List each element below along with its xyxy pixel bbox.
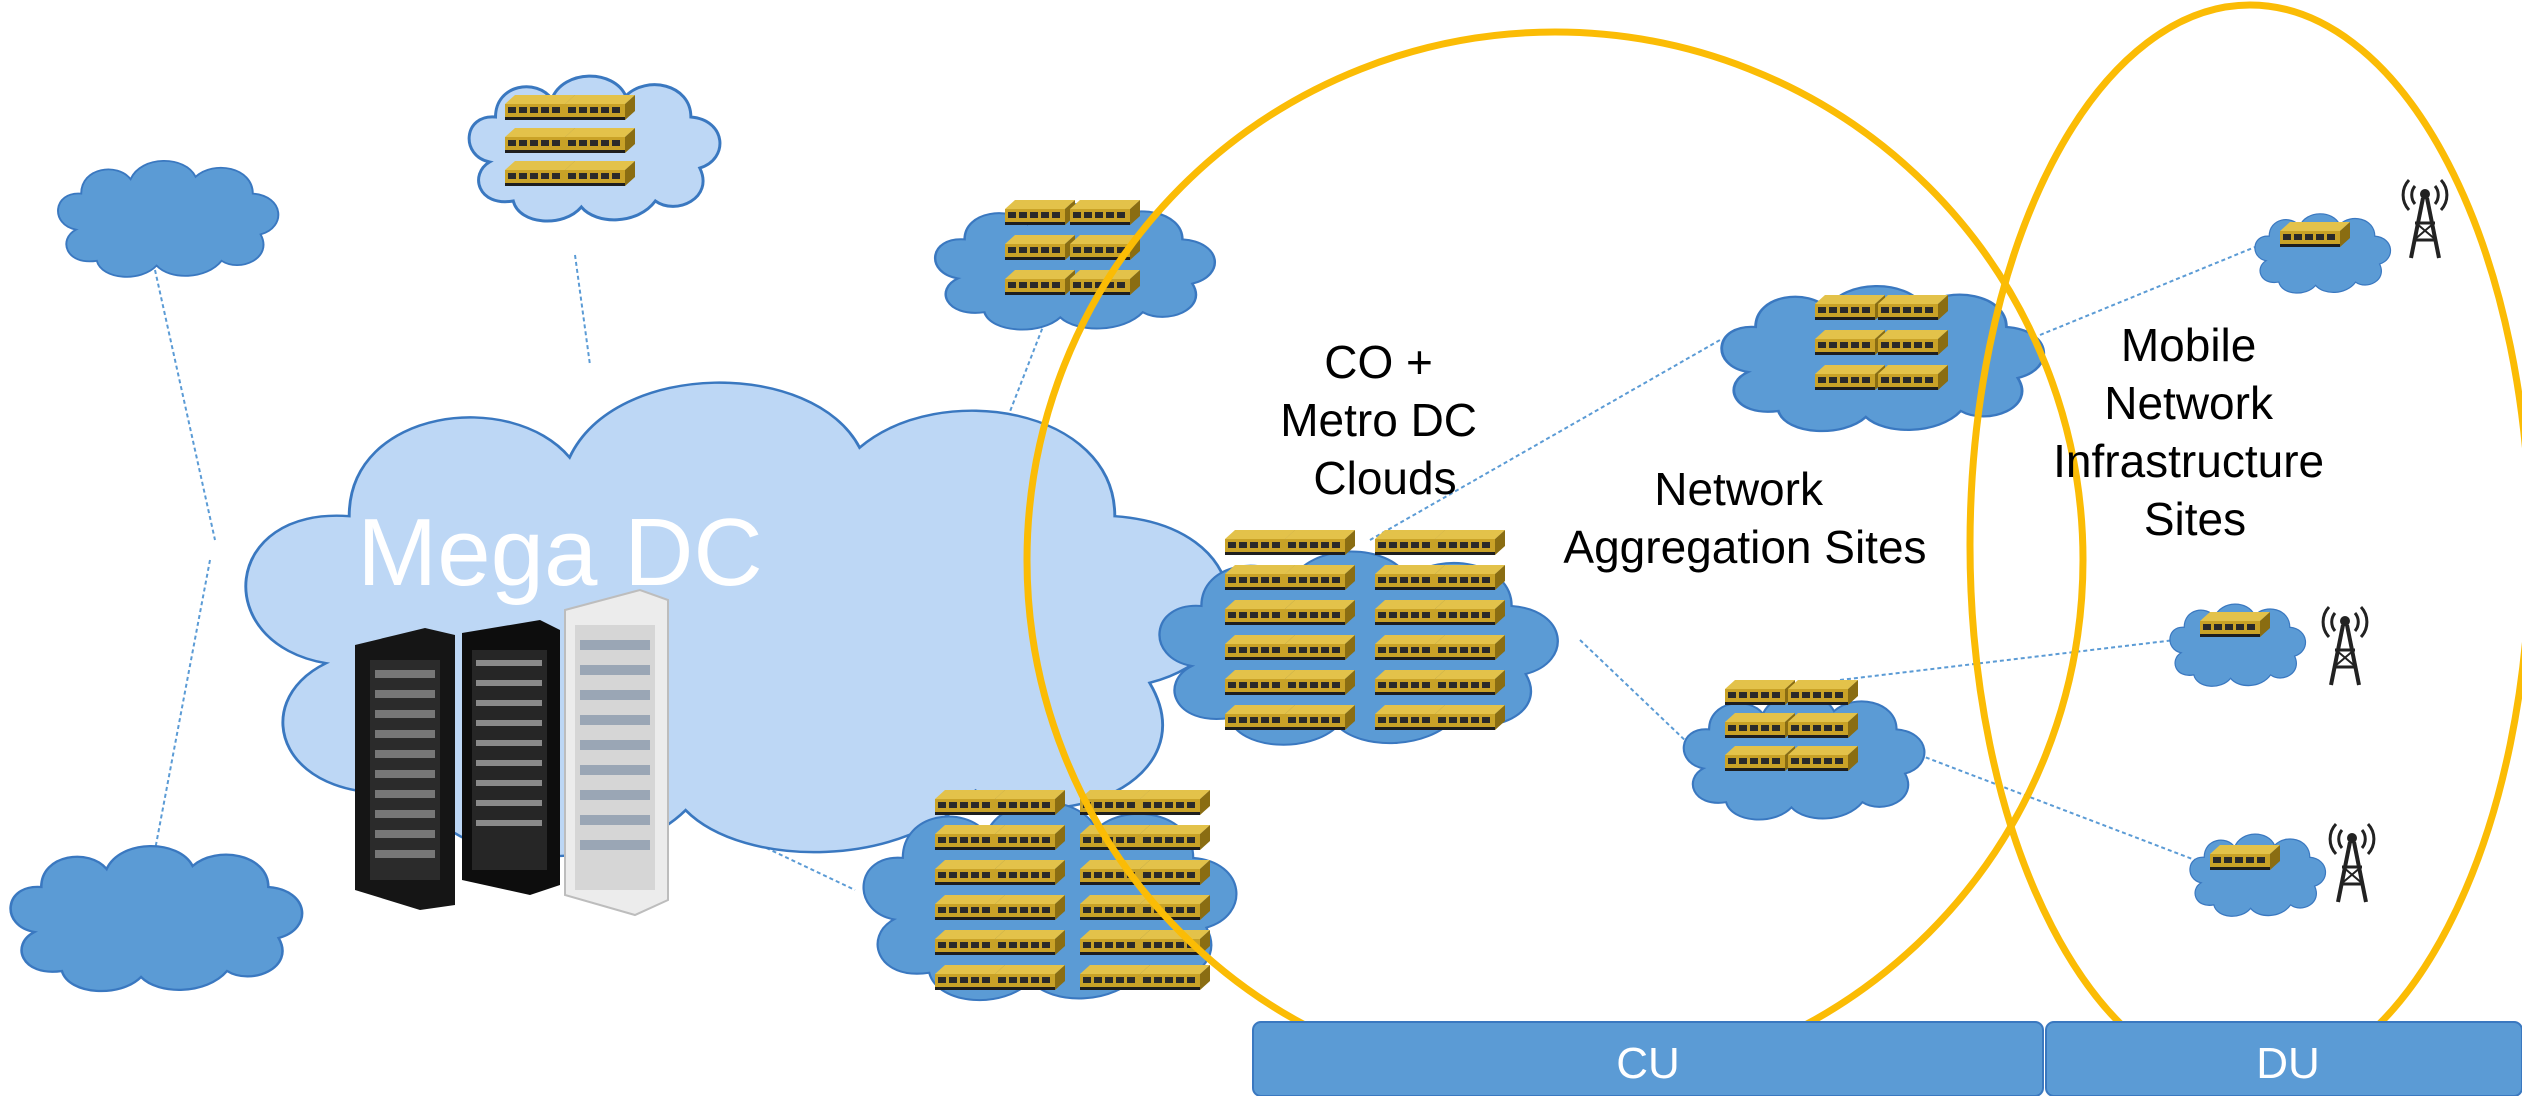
cell-tower-icon bbox=[2328, 822, 2376, 904]
network-agg-label: Network Aggregation Sites bbox=[1563, 463, 1926, 573]
mobile-infra-label: Mobile Network Infrastructure Sites bbox=[2053, 319, 2337, 545]
server-mobile-3 bbox=[2210, 845, 2280, 870]
mega-dc-label: Mega DC bbox=[357, 499, 762, 606]
cloud-left-bottom bbox=[9, 844, 304, 993]
du-bar-label: DU bbox=[2256, 1039, 2320, 1088]
cu-bar: CU bbox=[1252, 1021, 2044, 1096]
server-racks-icon bbox=[355, 588, 669, 917]
cell-tower-icon bbox=[2321, 605, 2369, 687]
du-bar: DU bbox=[2045, 1021, 2522, 1096]
cloud-left-top bbox=[57, 159, 280, 278]
server-stack-upper-edge bbox=[1005, 200, 1140, 295]
co-metro-label: CO + Metro DC Clouds bbox=[1280, 336, 1490, 504]
du-ring bbox=[1966, 1, 2522, 1089]
server-stack-top-center bbox=[505, 95, 635, 186]
server-stack-agg-top bbox=[1815, 295, 1948, 390]
server-mobile-1 bbox=[2280, 222, 2350, 247]
cell-tower-icon bbox=[2401, 178, 2449, 260]
cu-bar-label: CU bbox=[1616, 1039, 1680, 1088]
server-mobile-2 bbox=[2200, 612, 2270, 637]
server-stack-agg-bottom bbox=[1725, 680, 1858, 771]
